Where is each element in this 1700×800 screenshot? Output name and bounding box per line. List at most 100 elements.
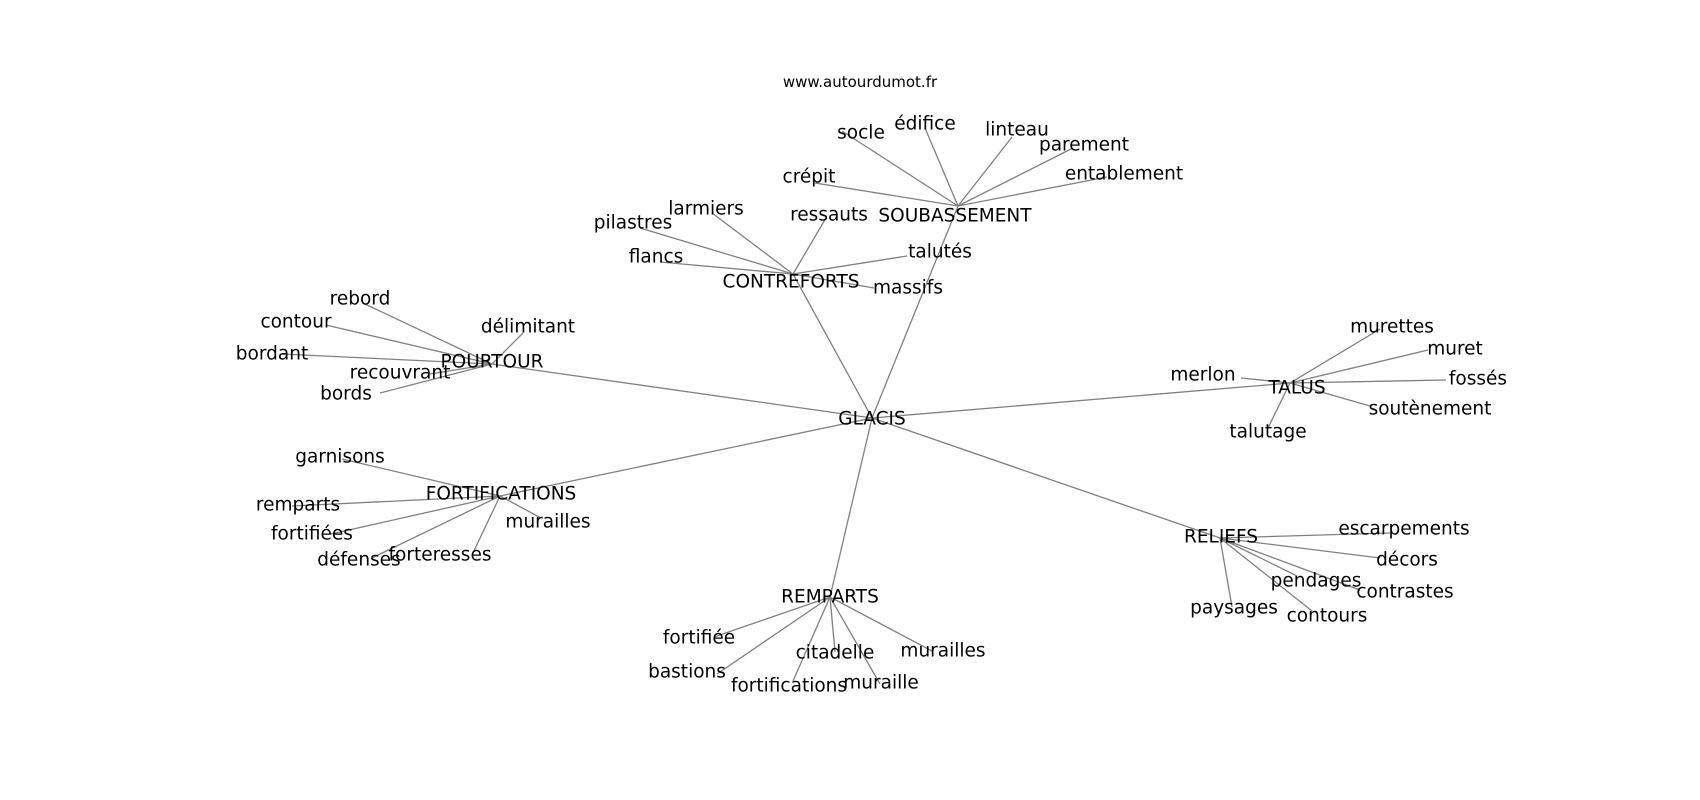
edge-hub-to-word xyxy=(1289,328,1381,384)
related-word-node[interactable]: ressauts xyxy=(790,205,868,226)
related-word-node[interactable]: muraille xyxy=(843,673,919,694)
edge-hub-to-word xyxy=(829,596,881,685)
edge-hub-to-word xyxy=(1289,382,1371,407)
edge-hub-to-word xyxy=(364,303,493,365)
edge-hub-to-word xyxy=(281,353,493,365)
related-word-node[interactable]: fortifications xyxy=(731,676,847,697)
edge-hub-to-word xyxy=(371,495,501,559)
edge-hub-to-word xyxy=(711,212,794,275)
edge-hub-to-word xyxy=(924,127,959,207)
edge-center-to-hub xyxy=(499,417,873,497)
edge-center-to-hub xyxy=(871,417,1221,539)
edge-hub-to-word xyxy=(1219,537,1298,577)
related-word-node[interactable]: merlon xyxy=(1170,365,1235,386)
related-word-node[interactable]: massifs xyxy=(873,278,943,299)
related-word-node[interactable]: murailles xyxy=(900,641,985,662)
related-word-node[interactable]: parement xyxy=(1039,135,1129,156)
related-word-node[interactable]: édifice xyxy=(894,114,955,135)
related-word-node[interactable]: forteresses xyxy=(389,545,492,566)
related-word-node[interactable]: socle xyxy=(837,123,885,144)
related-word-node[interactable]: décors xyxy=(1376,550,1438,571)
related-word-node[interactable]: muret xyxy=(1427,339,1483,360)
related-word-node[interactable]: fortifiée xyxy=(663,628,735,649)
edge-hub-to-word xyxy=(659,261,794,275)
related-word-node[interactable]: remparts xyxy=(256,495,340,516)
edge-hub-to-word xyxy=(1240,377,1291,384)
related-word-node[interactable]: crépit xyxy=(783,167,836,188)
related-word-node[interactable]: bastions xyxy=(648,662,726,683)
related-word-node[interactable]: murailles xyxy=(505,512,590,533)
related-word-node[interactable]: linteau xyxy=(985,120,1049,141)
related-word-node[interactable]: paysages xyxy=(1190,598,1278,619)
edge-hub-to-word xyxy=(499,495,542,519)
edge-hub-to-word xyxy=(713,596,831,638)
edge-hub-to-word xyxy=(1219,537,1361,591)
edge-hub-to-word xyxy=(1219,532,1391,539)
related-word-node[interactable]: soutènement xyxy=(1369,399,1492,420)
related-word-node[interactable]: citadelle xyxy=(796,643,875,664)
edge-hub-to-word xyxy=(829,596,836,653)
hub-word-node[interactable]: RELIEFS xyxy=(1184,527,1258,548)
edge-hub-to-word xyxy=(291,495,501,507)
edge-hub-to-word xyxy=(341,458,501,497)
related-word-node[interactable]: murettes xyxy=(1350,317,1434,338)
edge-hub-to-word xyxy=(1219,537,1313,612)
edge-hub-to-word xyxy=(330,495,501,535)
related-word-node[interactable]: contrastes xyxy=(1356,582,1453,603)
site-url[interactable]: www.autourdumot.fr xyxy=(783,73,938,91)
related-word-node[interactable]: défenses xyxy=(317,550,400,571)
hub-word-node[interactable]: SOUBASSEMENT xyxy=(878,206,1032,227)
edge-hub-to-word xyxy=(957,176,1108,207)
edge-hub-to-word xyxy=(792,596,831,682)
edge-hub-to-word xyxy=(957,136,1013,207)
edges-layer xyxy=(281,127,1447,685)
related-word-node[interactable]: recouvrant xyxy=(350,363,451,384)
center-word-node[interactable]: GLACIS xyxy=(838,409,906,430)
related-word-node[interactable]: délimitant xyxy=(481,317,575,338)
edge-hub-to-word xyxy=(1289,349,1429,384)
related-word-node[interactable]: garnisons xyxy=(295,447,385,468)
related-word-node[interactable]: bords xyxy=(320,384,372,405)
related-word-node[interactable]: escarpements xyxy=(1338,519,1469,540)
edge-hub-to-word xyxy=(379,363,493,394)
hub-word-node[interactable]: TALUS xyxy=(1267,378,1325,399)
edge-hub-to-word xyxy=(792,273,875,289)
edge-center-to-hub xyxy=(829,417,873,598)
edge-hub-to-word xyxy=(1267,382,1291,429)
labels-layer: GLACIS SOUBASSEMENT socle édifice linteaupar… xyxy=(236,114,1507,697)
edge-hub-to-word xyxy=(325,324,493,365)
related-word-node[interactable]: contours xyxy=(1287,606,1368,627)
edge-hub-to-word xyxy=(792,255,908,275)
edge-hub-to-word xyxy=(491,332,524,365)
edge-center-to-hub xyxy=(871,382,1291,419)
edge-hub-to-word xyxy=(639,227,794,275)
edge-hub-to-word xyxy=(841,130,959,207)
edge-hub-to-word xyxy=(792,217,827,275)
edge-hub-to-word xyxy=(716,596,831,675)
related-word-node[interactable]: contour xyxy=(260,312,332,333)
related-word-node[interactable]: talutés xyxy=(908,242,972,263)
hub-word-node[interactable]: REMPARTS xyxy=(781,587,879,608)
edge-center-to-hub xyxy=(491,363,873,419)
edge-hub-to-word xyxy=(1219,537,1233,608)
edge-hub-to-word xyxy=(1289,379,1447,384)
hub-word-node[interactable]: CONTREFORTS xyxy=(723,272,860,293)
related-word-node[interactable]: pendages xyxy=(1271,571,1362,592)
related-word-node[interactable]: fossés xyxy=(1449,369,1507,390)
edge-center-to-hub xyxy=(792,273,873,419)
hub-word-node[interactable]: FORTIFICATIONS xyxy=(426,484,577,505)
related-word-node[interactable]: pilastres xyxy=(594,213,672,234)
related-word-node[interactable]: entablement xyxy=(1065,164,1183,185)
related-word-node[interactable]: rebord xyxy=(330,289,391,310)
related-word-node[interactable]: bordant xyxy=(236,344,308,365)
edge-hub-to-word xyxy=(814,182,959,207)
hub-word-node[interactable]: POURTOUR xyxy=(440,352,543,373)
related-word-node[interactable]: talutage xyxy=(1229,422,1306,443)
edge-hub-to-word xyxy=(829,596,933,652)
edge-hub-to-word xyxy=(957,147,1074,207)
edge-center-to-hub xyxy=(871,205,959,419)
related-word-node[interactable]: larmiers xyxy=(668,199,744,220)
edge-hub-to-word xyxy=(429,363,493,375)
related-word-node[interactable]: flancs xyxy=(629,247,684,268)
related-word-node[interactable]: fortifiées xyxy=(271,524,353,545)
